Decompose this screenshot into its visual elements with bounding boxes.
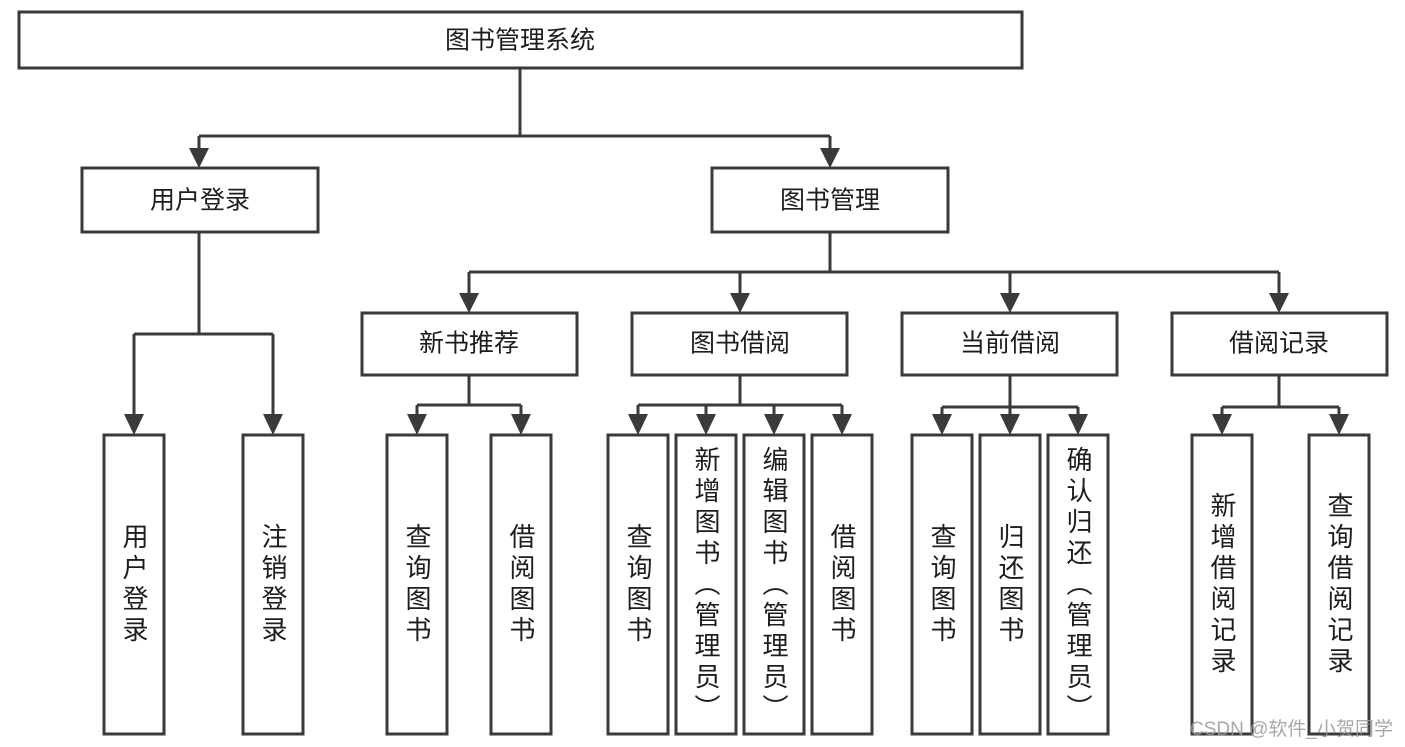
arrowhead-leaf-query-book-3 <box>932 414 952 435</box>
node-leaf-add-record-box[interactable] <box>1190 433 1254 736</box>
node-root-box[interactable] <box>17 10 1024 70</box>
node-root-label: 图书管理系统 <box>445 27 595 55</box>
node-leaf-confirm-return[interactable] <box>1046 433 1110 736</box>
node-book-borrow-label: 图书借阅 <box>690 330 790 358</box>
node-leaf-borrow-book-2[interactable] <box>810 433 874 736</box>
node-leaf-query-book-2[interactable] <box>606 433 670 736</box>
node-leaf-add-record[interactable] <box>1190 433 1254 736</box>
node-borrow-record-label: 借阅记录 <box>1229 330 1329 358</box>
arrowhead-borrow-record <box>1269 293 1289 313</box>
connector-group-borrow-record <box>1212 375 1349 435</box>
node-leaf-add-book[interactable] <box>674 433 738 736</box>
connector-group-current-borrow <box>932 375 1088 435</box>
node-new-book-rec-box[interactable] <box>360 311 579 377</box>
node-leaf-return-book[interactable] <box>978 433 1042 736</box>
node-borrow-record[interactable]: 借阅记录 <box>1170 311 1389 377</box>
arrowhead-current-borrow <box>1000 293 1020 313</box>
node-leaf-edit-book[interactable] <box>742 433 806 736</box>
arrowhead-leaf-user-login <box>124 414 144 435</box>
node-leaf-borrow-book-1-box[interactable] <box>489 433 553 736</box>
connector-group-book-borrow <box>628 375 852 435</box>
node-user-login-label: 用户登录 <box>150 187 250 215</box>
node-user-login-box[interactable] <box>80 166 320 234</box>
node-leaf-query-book-1[interactable] <box>385 433 449 736</box>
arrowhead-book-borrow <box>730 293 750 313</box>
arrowhead-new-book-rec <box>459 293 479 313</box>
node-root[interactable]: 图书管理系统 <box>17 10 1024 70</box>
arrowhead-leaf-query-book-1 <box>407 414 427 435</box>
node-book-borrow[interactable]: 图书借阅 <box>630 311 849 377</box>
node-leaf-query-book-3[interactable] <box>910 433 974 736</box>
node-leaf-add-book-box[interactable] <box>674 433 738 736</box>
arrowhead-leaf-confirm-return <box>1068 414 1088 435</box>
node-book-manage-label: 图书管理 <box>780 187 880 215</box>
node-leaf-borrow-book-1[interactable] <box>489 433 553 736</box>
connector-group-user-login <box>124 232 283 435</box>
node-current-borrow[interactable]: 当前借阅 <box>900 311 1119 377</box>
node-borrow-record-box[interactable] <box>1170 311 1389 377</box>
node-new-book-rec-label: 新书推荐 <box>419 330 519 358</box>
connector-group-root <box>189 68 840 168</box>
arrowhead-user-login <box>189 148 209 168</box>
node-book-borrow-box[interactable] <box>630 311 849 377</box>
node-leaf-user-logout-box[interactable] <box>241 433 305 736</box>
node-leaf-query-record[interactable] <box>1307 433 1371 736</box>
node-leaf-query-book-2-box[interactable] <box>606 433 670 736</box>
arrowhead-book-manage <box>820 148 840 168</box>
arrowhead-leaf-borrow-book-2 <box>832 414 852 435</box>
node-leaf-user-login-box[interactable] <box>102 433 166 736</box>
node-current-borrow-label: 当前借阅 <box>960 330 1060 358</box>
connector-group-book-manage <box>459 232 1289 313</box>
node-user-login[interactable]: 用户登录 <box>80 166 320 234</box>
node-leaf-edit-book-box[interactable] <box>742 433 806 736</box>
node-leaf-query-record-box[interactable] <box>1307 433 1371 736</box>
node-book-manage[interactable]: 图书管理 <box>710 166 950 234</box>
arrowhead-leaf-edit-book <box>764 414 784 435</box>
arrowhead-leaf-query-book-2 <box>628 414 648 435</box>
node-leaf-query-book-3-box[interactable] <box>910 433 974 736</box>
node-book-manage-box[interactable] <box>710 166 950 234</box>
node-leaf-user-login[interactable] <box>102 433 166 736</box>
arrowhead-leaf-return-book <box>1000 414 1020 435</box>
arrowhead-leaf-user-logout <box>263 414 283 435</box>
node-leaf-borrow-book-2-box[interactable] <box>810 433 874 736</box>
node-leaf-query-book-1-box[interactable] <box>385 433 449 736</box>
node-leaf-confirm-return-box[interactable] <box>1046 433 1110 736</box>
arrowhead-leaf-query-record <box>1329 414 1349 435</box>
connector-group-new-book-rec <box>407 375 531 435</box>
node-current-borrow-box[interactable] <box>900 311 1119 377</box>
node-leaf-return-book-box[interactable] <box>978 433 1042 736</box>
node-new-book-rec[interactable]: 新书推荐 <box>360 311 579 377</box>
node-leaf-user-logout[interactable] <box>241 433 305 736</box>
arrowhead-leaf-add-record <box>1212 414 1232 435</box>
arrowhead-leaf-add-book <box>696 414 716 435</box>
arrowhead-leaf-borrow-book-1 <box>511 414 531 435</box>
